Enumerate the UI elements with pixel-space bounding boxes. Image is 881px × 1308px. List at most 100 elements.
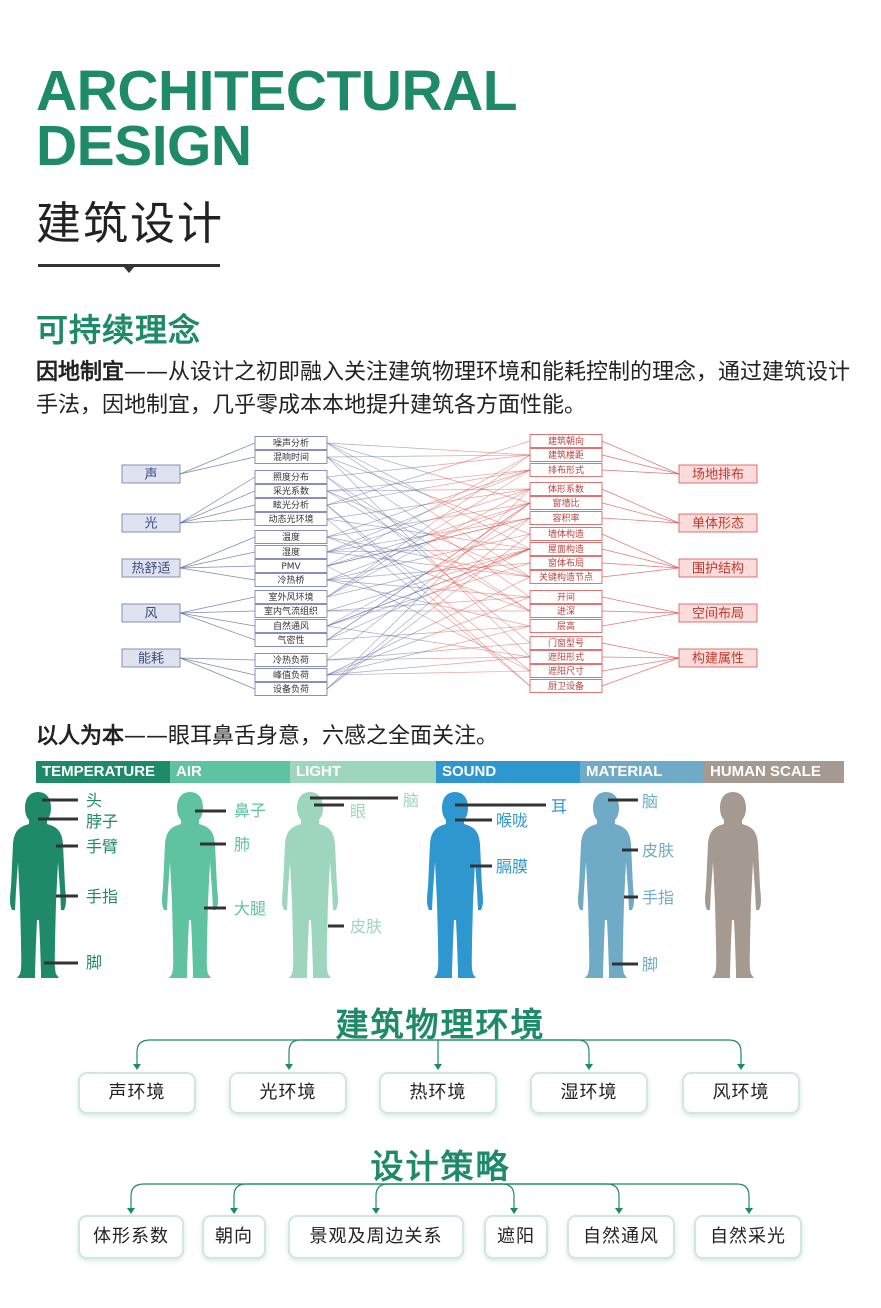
network-link [601,548,680,569]
network-link [326,581,429,661]
title-cn: 建筑设计 [36,197,225,250]
network-link [428,517,531,543]
network-link [428,502,531,521]
title-underline [38,264,220,267]
network-mid-left-item: 设备负荷 [254,682,328,696]
network-node-label: 室外风环境 [268,591,313,603]
network-link [179,442,256,475]
title-en: ARCHITECTURAL DESIGN [36,59,518,178]
network-link [428,495,531,535]
network-link [428,625,531,651]
network-link [326,650,429,676]
network-link [428,454,531,457]
network-link [428,576,531,627]
network-link [179,610,256,614]
relationship-network-diagram: 声光热舒适风能耗噪声分析混响时间照度分布采光系数眩光分析动态光环境温度湿度PMV… [121,434,758,696]
network-link [326,571,429,641]
network-link [428,454,531,467]
network-link [601,562,680,569]
network-link [179,504,256,524]
sense-material: MATERIAL [580,761,704,783]
network-node-label: 墙体构造 [548,528,584,540]
network-link [326,534,429,553]
network-link [428,533,531,578]
network-link [428,596,531,637]
network-link [326,534,429,567]
network-link [326,503,429,520]
label-brain: 脑 [403,791,419,810]
strategy-box-shading: 遮阳 [484,1215,548,1259]
network-node-label: 设备负荷 [273,683,309,695]
network-right-category: 空间布局 [678,603,758,623]
network-link [326,442,429,450]
network-mid-right-item: 开间 [529,590,603,604]
network-link [326,456,429,558]
network-link [428,502,531,535]
network-link [326,556,429,581]
label-nose: 鼻子 [234,801,266,820]
network-link [179,551,256,569]
network-link [428,625,531,634]
network-node-label: 场地排布 [692,468,744,483]
network-node-label: 建筑楼距 [548,449,584,461]
network-link [428,502,531,542]
sustainable-para-text: ——从设计之初即融入关注建筑物理环境和能耗控制的理念，通过建筑设计手法，因地制宜… [36,360,851,418]
network-node-label: 照度分布 [273,471,309,483]
network-mid-right-item: 建筑楼距 [529,448,603,462]
sense-sound: SOUND [436,761,580,783]
figure-air: 鼻子 肺 大腿 [162,792,266,978]
sense-temperature: TEMPERATURE [36,761,170,783]
network-mid-right-item: 遮阳尺寸 [529,664,603,678]
label-foot-2: 脚 [642,955,658,974]
network-right-category: 围护结构 [678,558,758,578]
network-link [428,656,531,659]
network-link [428,596,531,605]
network-link [326,536,429,558]
network-link [326,603,429,690]
title-en-line1: ARCHITECTURAL [36,59,518,123]
people-para-bold: 以人为本 [36,724,125,749]
label-finger-2: 手指 [642,888,674,907]
network-mid-right-item: 体形系数 [529,482,603,496]
network-link [428,502,531,582]
network-link [326,611,429,690]
network-link [326,442,429,474]
network-link [326,594,429,627]
network-link [326,490,429,552]
network-mid-left-item: 冷热桥 [254,573,328,587]
network-link [428,548,531,588]
label-skin-2: 皮肤 [642,841,674,860]
strategy-box-natural-ventilation: 自然通风 [567,1215,675,1259]
network-link [326,536,429,575]
network-link [326,455,429,458]
label-arm: 手臂 [86,837,118,856]
network-link [428,548,531,551]
network-mid-left-item: 室内气流组织 [254,604,328,618]
network-mid-left-item: 眩光分析 [254,498,328,512]
network-node-label: 空间布局 [692,607,744,622]
network-link [428,562,531,595]
network-link [428,454,531,511]
sustainable-para-bold: 因地制宜 [36,360,125,385]
network-link [326,518,429,535]
network-node-label: 层高 [557,620,575,632]
network-link [428,488,531,590]
label-head: 头 [86,791,102,810]
network-link [428,502,531,572]
network-link [326,594,429,641]
network-node-label: 进深 [557,606,575,617]
strategy-box-orientation: 朝向 [202,1215,266,1259]
people-para-text: ——眼耳鼻舌身意，六感之全面关注。 [124,724,499,749]
sense-light: LIGHT [290,761,436,783]
network-nodes: 声光热舒适风能耗噪声分析混响时间照度分布采光系数眩光分析动态光环境温度湿度PMV… [121,434,758,696]
network-link [326,542,429,598]
network-right-category: 场地排布 [678,464,758,484]
network-node-label: 排布形式 [548,464,584,476]
title-en-line2: DESIGN [36,114,252,178]
network-link [179,567,256,581]
network-link [428,548,531,581]
strategy-box-shape-coefficient: 体形系数 [78,1215,184,1259]
network-node-label: 眩光分析 [273,499,309,511]
label-neck: 脖子 [86,812,118,831]
network-link [326,503,429,538]
